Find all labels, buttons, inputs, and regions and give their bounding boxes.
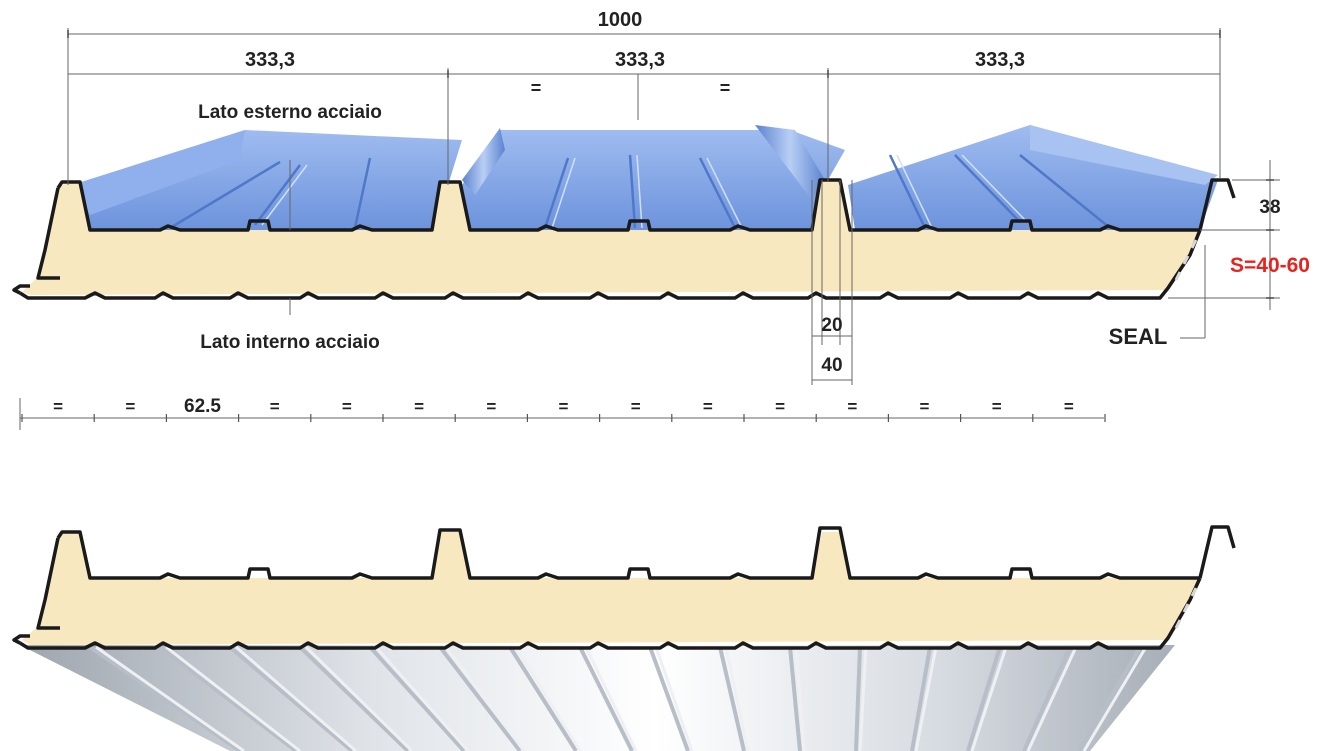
rib-pitch-equal-mark: =	[270, 397, 280, 416]
rib-pitch-equal-mark: =	[486, 397, 496, 416]
rib-pitch-equal-mark: =	[559, 397, 569, 416]
steel-rib-shadow	[438, 645, 522, 751]
rib-pitch-equal-mark: =	[125, 397, 135, 416]
thickness-label: S=40-60	[1230, 254, 1310, 277]
joint-outer-label: 40	[821, 355, 842, 376]
rib-pitch-equal-mark: =	[992, 397, 1002, 416]
rib-pitch-equal-mark: =	[342, 397, 352, 416]
seal-dashes-bottom	[1174, 587, 1198, 629]
seal-dashes-top	[1174, 239, 1198, 281]
top-panel-left-edge	[36, 187, 60, 280]
rib-pitch-equal-mark: =	[703, 397, 713, 416]
steel-rib-shadow	[648, 646, 690, 751]
joint-guides	[811, 180, 853, 385]
rib-pitch-equal-mark: =	[53, 397, 63, 416]
steel-rib-shadow	[1078, 646, 1142, 751]
steel-rib-highlight	[584, 646, 638, 751]
rib-pitch-equal-mark: =	[631, 397, 641, 416]
top-panel-left-tail	[12, 284, 30, 295]
steel-rib-highlight	[1026, 646, 1078, 751]
joint-inner-label: 20	[821, 315, 842, 336]
steel-rib-highlight	[95, 645, 245, 751]
steel-rib-highlight	[165, 645, 301, 751]
steel-rib-shadow	[910, 646, 932, 751]
steel-rib-highlight	[794, 646, 806, 751]
steel-rib-highlight	[304, 645, 414, 751]
blue-sheet-ribs	[169, 154, 1111, 230]
dimension-lines	[19, 28, 1280, 430]
steel-rib-highlight	[374, 646, 470, 751]
steel-rib-shadow	[854, 646, 862, 751]
steel-rib-shadow	[718, 646, 746, 751]
equal-right-label: =	[720, 78, 731, 98]
steel-rib-highlight	[914, 646, 938, 751]
steel-rib-shadow	[578, 646, 634, 751]
rib-pitch-labels: = = 62.5 = = = = = = = = = = = =	[53, 396, 1074, 417]
rib-pitch-equal-mark: =	[775, 397, 785, 416]
module-2-label: 333,3	[615, 49, 665, 71]
steel-rib-highlight	[1082, 646, 1148, 751]
rib-pitch-equal-mark: =	[1064, 397, 1074, 416]
inner-side-label: Lato interno acciaio	[200, 332, 379, 353]
rib-pitch-equal-mark: =	[847, 397, 857, 416]
bottom-panel-upper-profile	[56, 526, 1200, 580]
total-width-label: 1000	[598, 9, 643, 31]
rib-pitch-value-label: 62.5	[184, 396, 221, 417]
steel-rib-shadow	[368, 645, 466, 751]
module-1-label: 333,3	[245, 49, 295, 71]
top-panel-hook	[1198, 178, 1236, 231]
blue-outer-sheet	[72, 125, 1218, 230]
steel-rib-highlight	[654, 646, 694, 751]
steel-rib-highlight	[724, 646, 750, 751]
equal-left-label: =	[531, 78, 542, 98]
bottom-panel-left-tail	[12, 634, 30, 645]
bottom-panel-hook	[1198, 525, 1236, 579]
steel-rib-shadow	[158, 645, 298, 751]
steel-rib-shadow	[788, 646, 802, 751]
rib-pitch-equal-mark: =	[920, 397, 930, 416]
outer-side-label: Lato esterno acciaio	[198, 102, 382, 123]
steel-rib-highlight	[858, 646, 868, 751]
steel-rib-shadow	[1022, 646, 1072, 751]
top-panel-upper-profile	[56, 178, 1200, 232]
rib-pitch-ticks	[21, 414, 1106, 422]
steel-underside	[20, 645, 1175, 751]
steel-rib-shadow	[88, 645, 242, 751]
dimension-ticks	[67, 30, 1274, 299]
steel-rib-shadow	[508, 645, 578, 751]
steel-rib-highlight	[514, 646, 582, 751]
steel-rib-shadow	[298, 645, 410, 751]
top-panel-lower-profile	[19, 229, 1202, 300]
rib-height-label: 38	[1259, 197, 1280, 218]
rib-pitch-equal-mark: =	[414, 397, 424, 416]
steel-rib-highlight	[970, 646, 1008, 751]
foam-core-bottom	[22, 532, 1200, 645]
module-3-label: 333,3	[975, 49, 1025, 71]
steel-underside-ribs	[88, 645, 1148, 751]
steel-rib-highlight	[235, 645, 357, 751]
bottom-panel-lower-profile	[19, 577, 1202, 650]
bottom-panel-left-edge	[36, 537, 60, 630]
steel-rib-shadow	[966, 646, 1002, 751]
seal-label: SEAL	[1109, 324, 1168, 349]
foam-core-top	[22, 180, 1200, 295]
steel-rib-highlight	[444, 646, 526, 751]
steel-rib-shadow	[228, 645, 354, 751]
